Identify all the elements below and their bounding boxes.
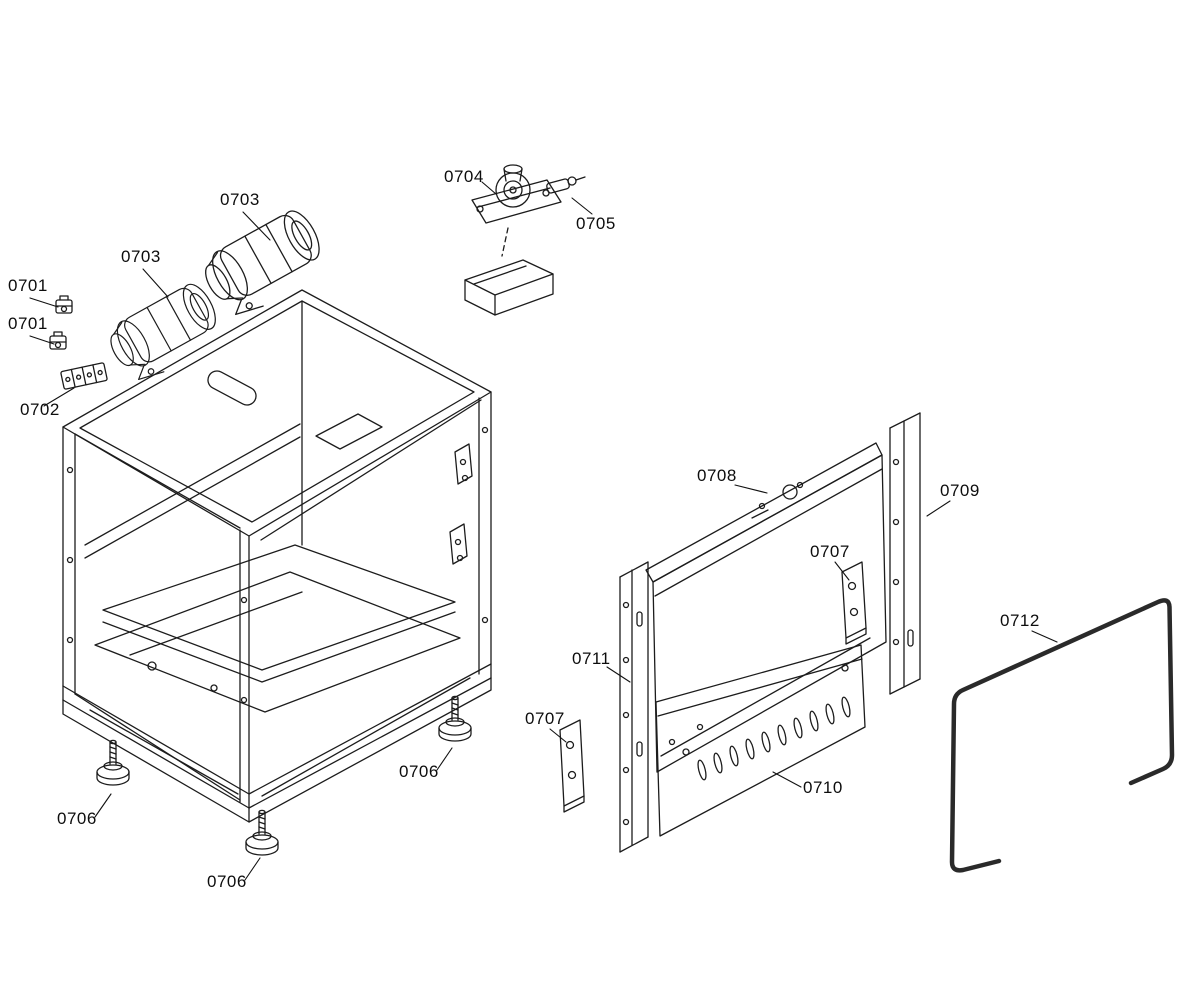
- leader-line-0704: [481, 181, 497, 195]
- fan-motor-assembly: [471, 164, 562, 224]
- leader-line-0711: [606, 666, 631, 683]
- leader-line-0710: [772, 771, 802, 788]
- leader-line-0702: [43, 387, 75, 407]
- rear-bracket-right: [889, 412, 921, 695]
- rear-panel-lower: [655, 644, 866, 837]
- latch-bracket-upper: [454, 443, 473, 485]
- cabinet-frame: [62, 289, 492, 823]
- fan-mounting-bracket: [464, 227, 554, 316]
- leader-line-0703: [242, 211, 271, 241]
- vent-slots: [697, 696, 851, 781]
- blower-motor-upper: [205, 210, 320, 316]
- leveling-foot-left: [96, 739, 130, 786]
- door-gasket-wire: [949, 598, 1175, 873]
- leader-lines: [29, 181, 1058, 881]
- leveling-foot-right: [438, 695, 472, 742]
- hinge-bracket-lower: [559, 719, 585, 813]
- hinge-bracket-upper: [841, 561, 867, 645]
- latch-bracket-lower: [449, 523, 468, 565]
- leveling-foot-front: [245, 809, 279, 856]
- leader-line-0701: [29, 297, 59, 308]
- sensor-part: [546, 176, 586, 194]
- leader-line-0707: [549, 728, 567, 743]
- leader-line-0712: [1031, 630, 1058, 643]
- leader-line-0706: [244, 857, 261, 881]
- leader-line-0706: [436, 747, 453, 771]
- leader-line-0703: [142, 268, 169, 298]
- leader-line-0701: [29, 335, 55, 345]
- rear-bracket-left: [619, 561, 649, 853]
- leader-line-0709: [926, 500, 951, 517]
- terminal-block: [60, 362, 108, 390]
- leader-line-0706: [94, 793, 112, 818]
- clip-part-upper: [55, 295, 73, 314]
- leader-line-0708: [734, 484, 768, 494]
- leader-line-0707: [834, 561, 850, 581]
- clip-part-lower: [49, 331, 67, 350]
- blower-motor-lower: [110, 283, 216, 381]
- leader-line-0705: [571, 197, 593, 215]
